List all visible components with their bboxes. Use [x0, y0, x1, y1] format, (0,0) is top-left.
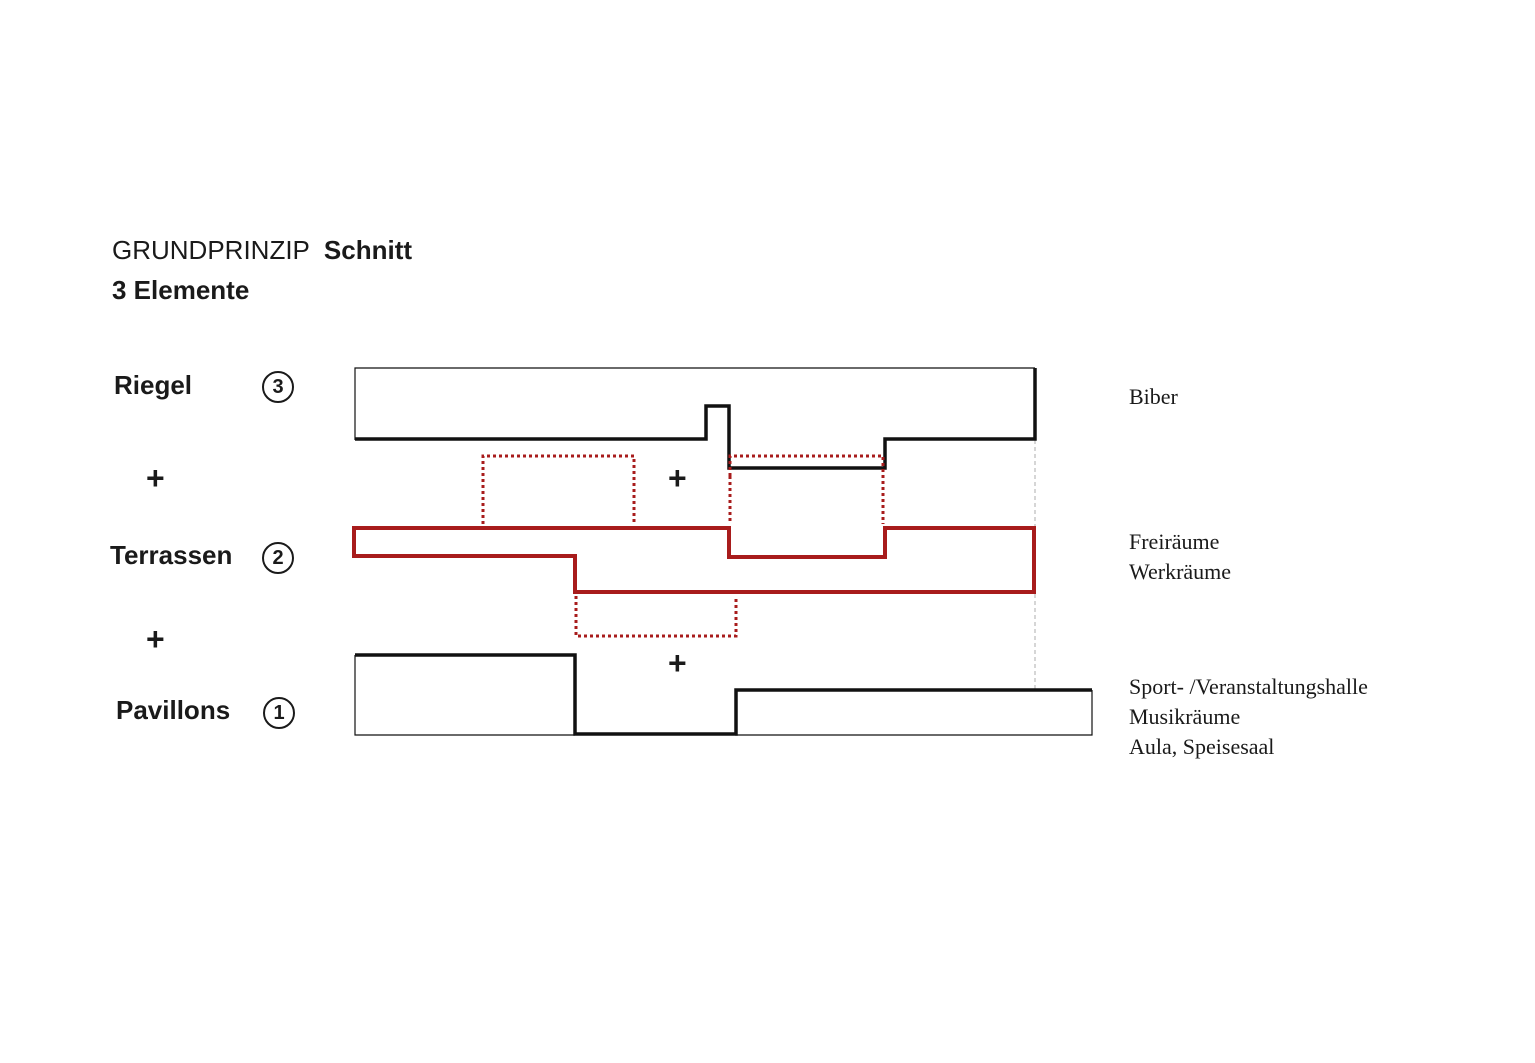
riegel-thin-outline: [354, 367, 1035, 440]
terrassen-profile: [352, 526, 1036, 594]
dotted-voids: [481, 454, 885, 638]
title-sub: Schnitt: [323, 235, 413, 265]
description-terrassen: Freiräume Werkräume: [1129, 527, 1231, 587]
label-pavillons: Pavillons: [116, 695, 231, 725]
number-1-badge: 1: [263, 697, 295, 729]
description-riegel: Biber: [1129, 382, 1178, 412]
label-riegel: Riegel: [114, 370, 193, 400]
title-line2: 3 Elemente: [112, 275, 250, 305]
pavillon-thin-outline: [354, 655, 1093, 736]
description-line: Sport- /Veranstaltungshalle: [1129, 674, 1368, 699]
title-main: GRUNDPRINZIP: [112, 235, 310, 265]
plus-sign-left-2: +: [146, 621, 165, 657]
plus-sign-left-1: +: [146, 460, 165, 496]
diagram-title: GRUNDPRINZIP Schnitt 3 Elemente: [112, 230, 412, 310]
description-line: Freiräume: [1129, 529, 1220, 554]
description-pavillons: Sport- /Veranstaltungshalle Musikräume A…: [1129, 672, 1368, 762]
label-terrassen: Terrassen: [110, 540, 233, 570]
plus-sign-center-1: +: [668, 460, 687, 496]
void-upper-left: [481, 454, 636, 524]
description-line: Biber: [1129, 384, 1178, 409]
pavillon-profile: [355, 653, 1092, 736]
riegel-profile: [355, 368, 1037, 470]
description-line: Aula, Speisesaal: [1129, 734, 1275, 759]
description-line: Musikräume: [1129, 704, 1241, 729]
thin-outlines: [354, 367, 1093, 736]
void-upper-right: [728, 454, 885, 524]
number-3-badge: 3: [262, 371, 294, 403]
number-2-badge: 2: [262, 542, 294, 574]
void-lower: [574, 596, 738, 638]
plus-sign-center-2: +: [668, 645, 687, 681]
description-line: Werkräume: [1129, 559, 1232, 584]
